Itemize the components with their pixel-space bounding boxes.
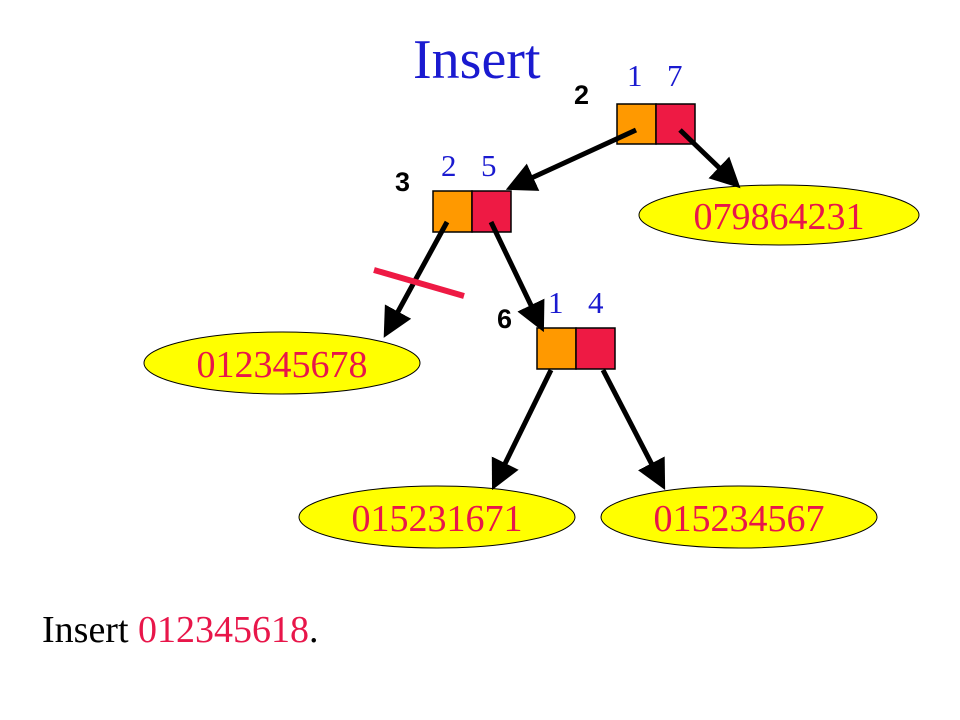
- leaf-key: 015231671: [352, 498, 523, 540]
- inner-first-index: 1: [548, 285, 564, 320]
- edge-root-to-left: [505, 127, 638, 191]
- insert-prefix: Insert: [42, 609, 139, 651]
- left-left-cell: [432, 190, 473, 233]
- insert-instruction: Insert 012345618.: [42, 608, 319, 652]
- root-first-index: 1: [627, 58, 643, 93]
- root-level-label: 2: [574, 80, 589, 110]
- edge-inner-to-leaf-015234567: [600, 368, 666, 490]
- inner-left-cell: [536, 327, 577, 370]
- root-node: 2 1 7: [574, 58, 696, 145]
- slide-title: Insert: [413, 29, 541, 91]
- left-node: 3 2 5: [395, 148, 512, 233]
- edge-root-to-leaf-079864231: [678, 128, 741, 189]
- inner-right-cell: [575, 327, 616, 370]
- inner-second-index: 4: [588, 285, 604, 320]
- leaf-key: 079864231: [694, 196, 865, 238]
- insert-key: 012345618: [138, 609, 310, 651]
- leaf-015234567: 015234567: [600, 485, 878, 549]
- insert-suffix: .: [309, 609, 319, 651]
- left-second-index: 5: [481, 148, 497, 183]
- leaf-ellipse: [600, 485, 878, 549]
- root-second-index: 7: [667, 58, 683, 93]
- left-first-index: 2: [441, 148, 457, 183]
- leaf-ellipse: [143, 331, 421, 395]
- leaf-ellipse: [298, 485, 576, 549]
- left-level-label: 3: [395, 167, 410, 197]
- edges: [383, 127, 741, 491]
- edge-left-to-leaf-012345678: [383, 220, 450, 338]
- leaf-key: 015234567: [654, 498, 825, 540]
- leaf-ellipse: [638, 184, 920, 246]
- edge-left-to-inner: [488, 220, 545, 333]
- inner-level-label: 6: [497, 304, 512, 334]
- leaf-015231671: 015231671: [298, 485, 576, 549]
- edge-inner-to-leaf-015231671: [491, 368, 554, 491]
- leaf-key: 012345678: [197, 344, 368, 386]
- left-right-cell: [471, 190, 512, 233]
- cut-mark: [373, 267, 465, 299]
- leaf-079864231: 079864231: [638, 184, 920, 246]
- inner-node: 6 1 4: [497, 285, 616, 370]
- leaf-012345678: 012345678: [143, 331, 421, 395]
